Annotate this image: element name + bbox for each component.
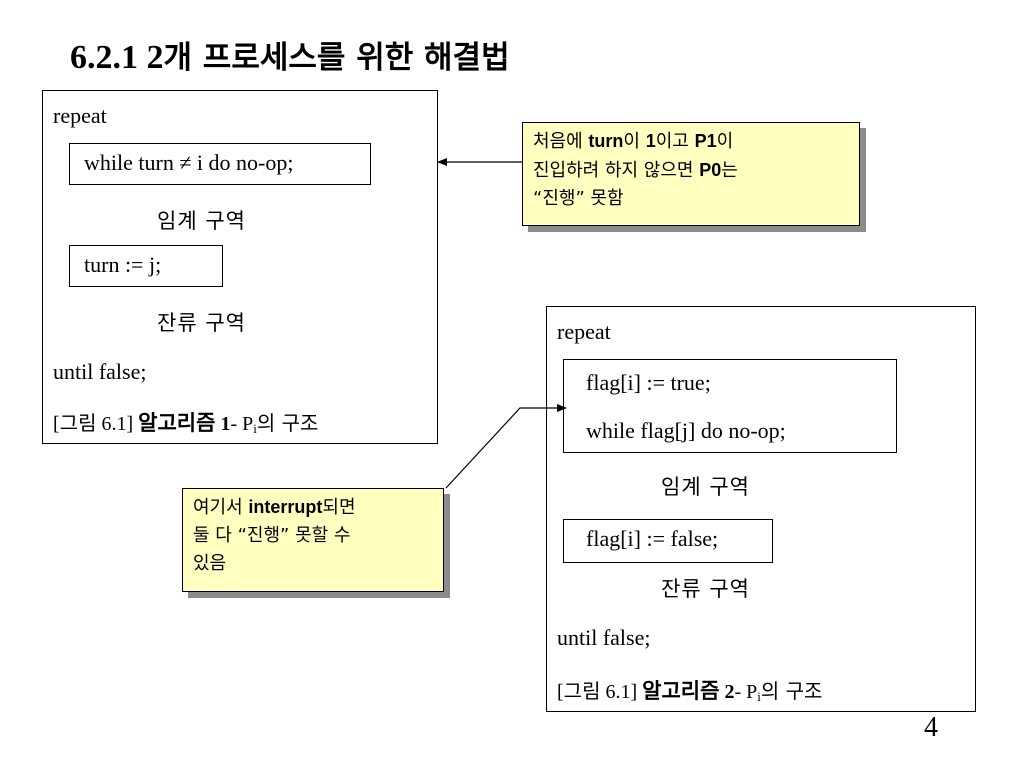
algo2-caption: [그림 6.1] 알고리즘 2- Pi의 구조 xyxy=(557,679,823,704)
note-turn-line-1: 처음에 turn이 1이고 P1이 xyxy=(533,131,734,152)
page-number: 4 xyxy=(924,712,938,743)
algo2-exit-box: flag[i] := false; xyxy=(563,519,773,563)
algo1-caption: [그림 6.1] 알고리즘 1- Pi의 구조 xyxy=(53,411,319,436)
algorithm-1-box: repeat while turn ≠ i do no-op; 임계 구역 tu… xyxy=(42,90,438,444)
algo2-repeat: repeat xyxy=(557,319,611,344)
arrow-note2-to-flag xyxy=(445,404,567,489)
title-number: 6.2.1 2 xyxy=(70,39,164,76)
note-interrupt: 여기서 interrupt되면 둘 다 “진행” 못할 수 있음 xyxy=(182,488,444,592)
algo2-entry-box: flag[i] := true; while flag[j] do no-op; xyxy=(563,359,897,453)
note-turn-line-3: “진행” 못함 xyxy=(533,188,624,209)
algo2-while-line: while flag[j] do no-op; xyxy=(586,418,786,443)
slide-title: 6.2.1 2개 프로세스를 위한 해결법 xyxy=(70,32,510,77)
note-interrupt-line-2: 둘 다 “진행” 못할 수 xyxy=(193,525,351,546)
algo2-remainder-section: 잔류 구역 xyxy=(661,577,750,601)
title-text: 개 프로세스를 위한 해결법 xyxy=(163,40,510,76)
note-turn: 처음에 turn이 1이고 P1이 진입하려 하지 않으면 P0는 “진행” 못… xyxy=(522,122,860,226)
algo1-repeat: repeat xyxy=(53,103,107,128)
algo2-flag-false: flag[i] := false; xyxy=(586,526,719,551)
algo2-critical-section: 임계 구역 xyxy=(661,475,750,499)
note-turn-line-2: 진입하려 하지 않으면 P0는 xyxy=(533,160,738,181)
algo1-until: until false; xyxy=(53,359,147,384)
algorithm-2-box: repeat flag[i] := true; while flag[j] do… xyxy=(546,306,976,712)
algo1-critical-section: 임계 구역 xyxy=(157,209,246,233)
algo1-remainder-section: 잔류 구역 xyxy=(157,311,246,335)
algo1-while-box: while turn ≠ i do no-op; xyxy=(69,143,371,185)
note-interrupt-line-3: 있음 xyxy=(193,553,227,574)
algo1-while-line: while turn ≠ i do no-op; xyxy=(84,150,294,175)
algo1-turn-box: turn := j; xyxy=(69,245,223,287)
algo2-until: until false; xyxy=(557,625,651,650)
note-interrupt-line-1: 여기서 interrupt되면 xyxy=(193,497,356,518)
algo1-turn-line: turn := j; xyxy=(84,252,162,277)
algo2-flag-true: flag[i] := true; xyxy=(586,370,711,395)
